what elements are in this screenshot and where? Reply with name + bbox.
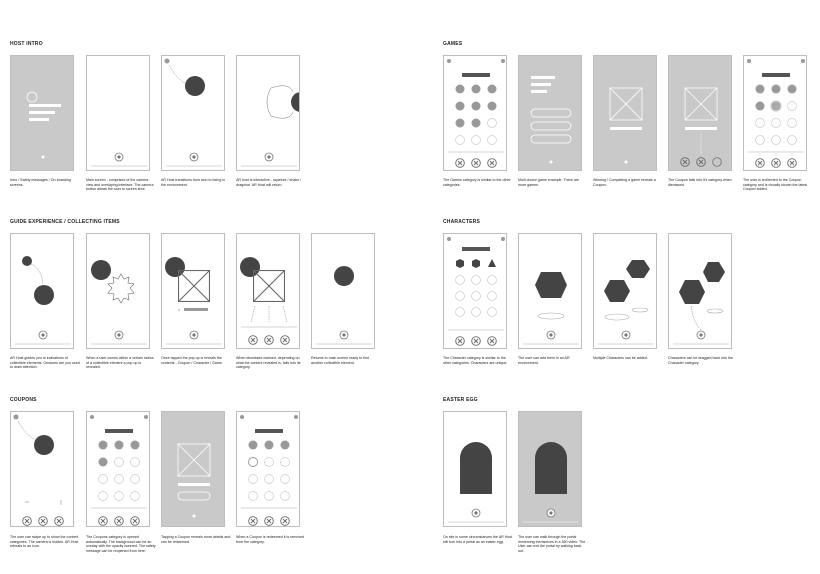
wireframe-characters-2 xyxy=(518,233,582,349)
section-title-guide: GUIDE EXPERIENCE / COLLECTING ITEMS xyxy=(10,219,120,225)
caption: Returns to main screen ready to find ano… xyxy=(311,356,369,365)
caption: Intro / Safety messages / On-boarding sc… xyxy=(10,178,71,187)
caption: Multiple Characters can be added. xyxy=(593,356,648,360)
wireframe-characters-3 xyxy=(593,233,657,349)
section-title-host-intro: HOST INTRO xyxy=(10,41,43,47)
caption: Main screen - comprised of the camera vi… xyxy=(86,178,154,192)
wireframe-games-3 xyxy=(593,55,657,171)
caption: The Coupon falls into it's category when… xyxy=(668,178,732,187)
wireframe-games-4 xyxy=(668,55,732,171)
caption: The user can walk through the portal imm… xyxy=(518,535,586,553)
wireframe-games-1 xyxy=(443,55,507,171)
wireframe-guide-2 xyxy=(86,233,150,349)
caption: When dismissed claimed, depending on wha… xyxy=(236,356,301,370)
wireframe-easter-egg-1 xyxy=(443,411,507,527)
caption: When a Coupon is redeemed it is removed … xyxy=(236,535,305,544)
wireframe-host-intro-4 xyxy=(236,55,300,171)
svg-text:×: × xyxy=(178,307,181,312)
wireframe-coupons-3 xyxy=(161,411,225,527)
wireframe-guide-1 xyxy=(10,233,74,349)
caption: Once tapped the pop up is reveals the co… xyxy=(161,356,223,365)
wireframe-coupons-2 xyxy=(86,411,150,527)
wireframe-characters-4 xyxy=(668,233,732,349)
caption: When a user comes within a certain radiu… xyxy=(86,356,154,370)
section-title-easter-egg: EASTER EGG xyxy=(443,397,478,403)
caption: AR Host guides you to indications of col… xyxy=(10,356,80,370)
caption: On site in some circumstances the AR Hos… xyxy=(443,535,513,544)
wireframe-host-intro-1 xyxy=(10,55,74,171)
wireframe-coupons-1 xyxy=(10,411,74,527)
wireframe-games-5 xyxy=(743,55,807,171)
caption: AR host is interactive - squeeze / shake… xyxy=(236,178,302,187)
caption: Multi choice game example. There are mor… xyxy=(518,178,580,187)
caption: The user is redirected to the Coupon cat… xyxy=(743,178,808,192)
wireframe-games-2 xyxy=(518,55,582,171)
wireframe-guide-3: × xyxy=(161,233,225,349)
wireframe-easter-egg-2 xyxy=(518,411,582,527)
caption: Winning / Completing a game reveals a Co… xyxy=(593,178,656,187)
caption: The Games category is similar to the oth… xyxy=(443,178,511,187)
section-title-games: GAMES xyxy=(443,41,463,47)
wireframe-guide-4 xyxy=(236,233,300,349)
caption: The user can add them in an AR environme… xyxy=(518,356,570,365)
caption: The user can swipe up to show the conten… xyxy=(10,535,79,549)
wireframe-host-intro-2 xyxy=(86,55,150,171)
wireframe-guide-5 xyxy=(311,233,375,349)
caption: The Character category is similar to the… xyxy=(443,356,508,365)
wireframe-host-intro-3 xyxy=(161,55,225,171)
section-title-characters: CHARACTERS xyxy=(443,219,480,225)
caption: The Coupons category is opened automatic… xyxy=(86,535,156,553)
wireframe-characters-1 xyxy=(443,233,507,349)
caption: Characters can be dragged back into the … xyxy=(668,356,733,365)
caption: AR Host transitions from icon to being i… xyxy=(161,178,226,187)
wireframe-coupons-4 xyxy=(236,411,300,527)
section-title-coupons: COUPONS xyxy=(10,397,37,403)
caption: Tapping a Coupon reveals more details an… xyxy=(161,535,231,544)
